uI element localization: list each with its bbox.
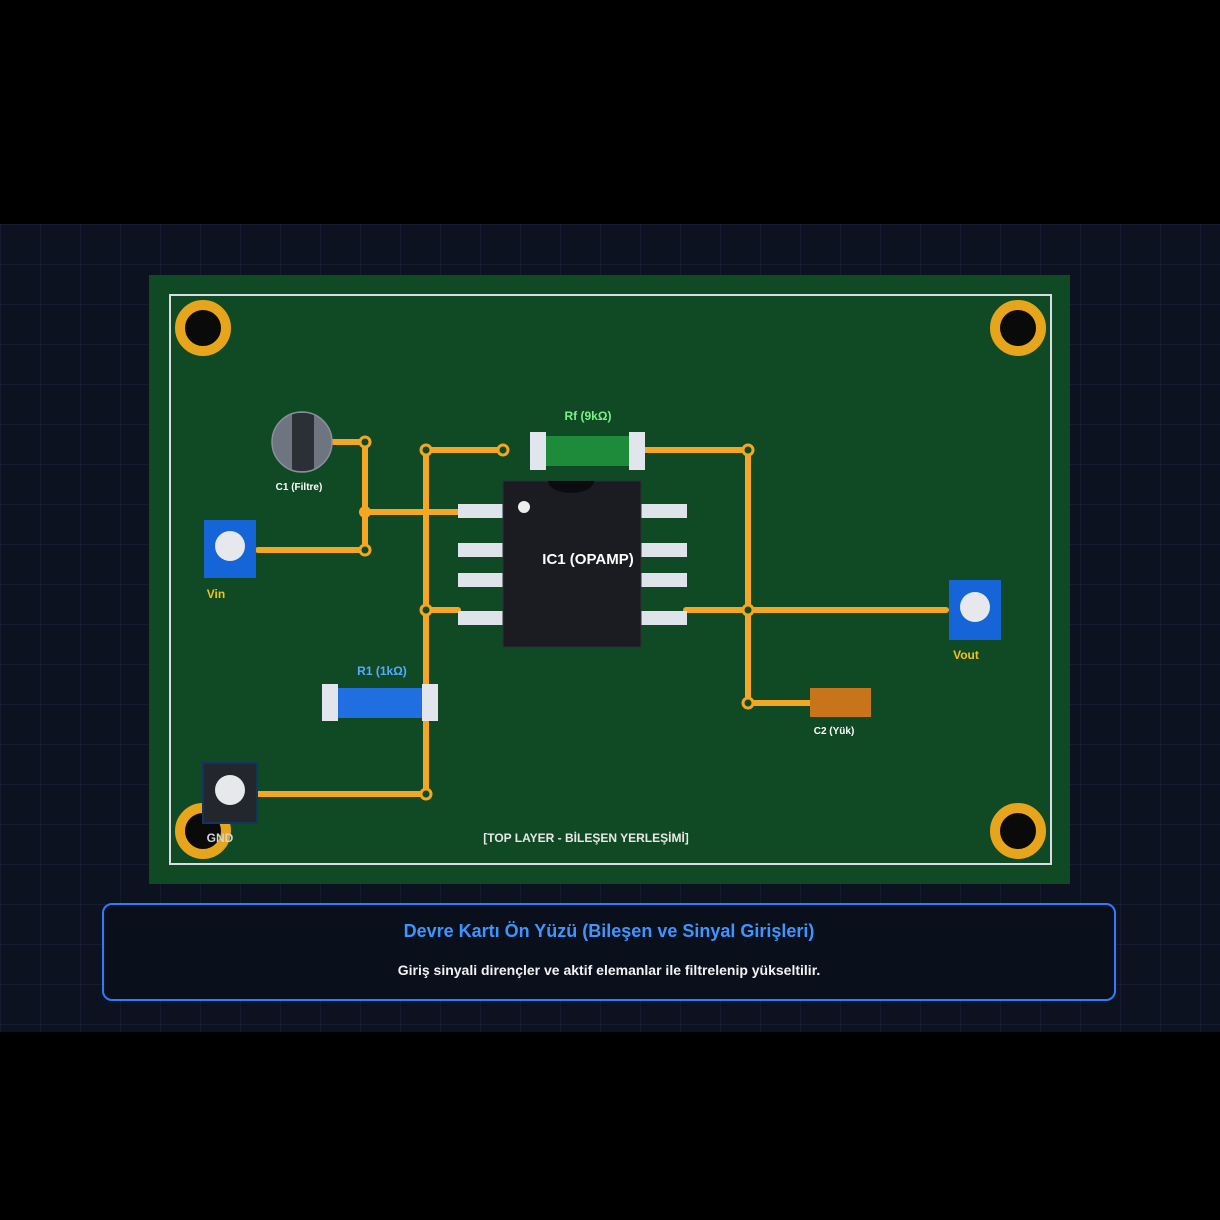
ic1-label: IC1 (OPAMP) [542,551,633,568]
trace-rf-left [255,447,506,797]
r1-pad-left [322,684,338,721]
vias [358,435,755,801]
ic-pin [458,611,503,625]
r1-label: R1 (1kΩ) [357,664,407,678]
trace-rf-right [642,447,815,706]
c2-capacitor: C2 (Yük) [810,688,871,737]
mounting-hole-bottom-right [990,803,1046,859]
ic-pin1-marker [518,501,530,513]
c2-body [810,688,871,717]
rf-pad-right [629,432,645,470]
ic-pin [641,504,687,518]
ic-pin [641,573,687,587]
via [419,603,433,617]
ic-pins-right [641,504,687,625]
trace-c1 [255,439,368,553]
info-title: Devre Kartı Ön Yüzü (Bileşen ve Sinyal G… [403,921,815,941]
via [741,603,755,617]
via [358,435,372,449]
c1-ring [271,411,333,473]
c1-capacitor: C1 (Filtre) [271,411,333,493]
c1-stripe [292,413,314,471]
layer-label: [TOP LAYER - BİLEŞEN YERLEŞİMİ] [483,830,689,845]
r1-pad-right [422,684,438,721]
gnd-connector: GND [202,762,258,845]
mounting-holes [175,300,1046,859]
c1-label: C1 (Filtre) [276,482,323,493]
via [358,543,372,557]
via [496,443,510,457]
mounting-hole-top-left [175,300,231,356]
via [419,443,433,457]
r1-body [330,688,430,718]
ic-pin [458,504,503,518]
rf-resistor: Rf (9kΩ) [530,409,645,470]
gnd-pad [202,762,258,824]
board-outline [169,294,1052,865]
vin-label: Vin [207,587,225,601]
gnd-label: GND [207,831,234,845]
rf-body [538,436,638,466]
vout-pin [960,592,990,622]
rf-label: Rf (9kΩ) [565,409,612,423]
junction-dot [359,506,371,518]
mounting-hole-top-right [990,300,1046,356]
via [741,696,755,710]
ic-pin [641,543,687,557]
ic-notch [548,481,594,493]
ic-pin [458,573,503,587]
info-description: Giriş sinyali dirençler ve aktif elemanl… [397,962,821,978]
ic1-opamp: IC1 (OPAMP) [458,480,687,648]
ic-pins-left [458,504,503,625]
gnd-pin [215,775,245,805]
vin-pin [215,531,245,561]
rf-pad-left [530,432,546,470]
via [741,443,755,457]
ic-pin [458,543,503,557]
info-panel: Devre Kartı Ön Yüzü (Bileşen ve Sinyal G… [102,903,1116,1001]
vout-connector: Vout [949,580,1001,662]
vout-label: Vout [953,648,979,662]
ic-pin [641,611,687,625]
r1-resistor: R1 (1kΩ) [322,664,438,721]
c2-label: C2 (Yük) [814,726,855,737]
traces [255,439,949,797]
via [419,787,433,801]
vin-connector: Vin [204,520,256,601]
